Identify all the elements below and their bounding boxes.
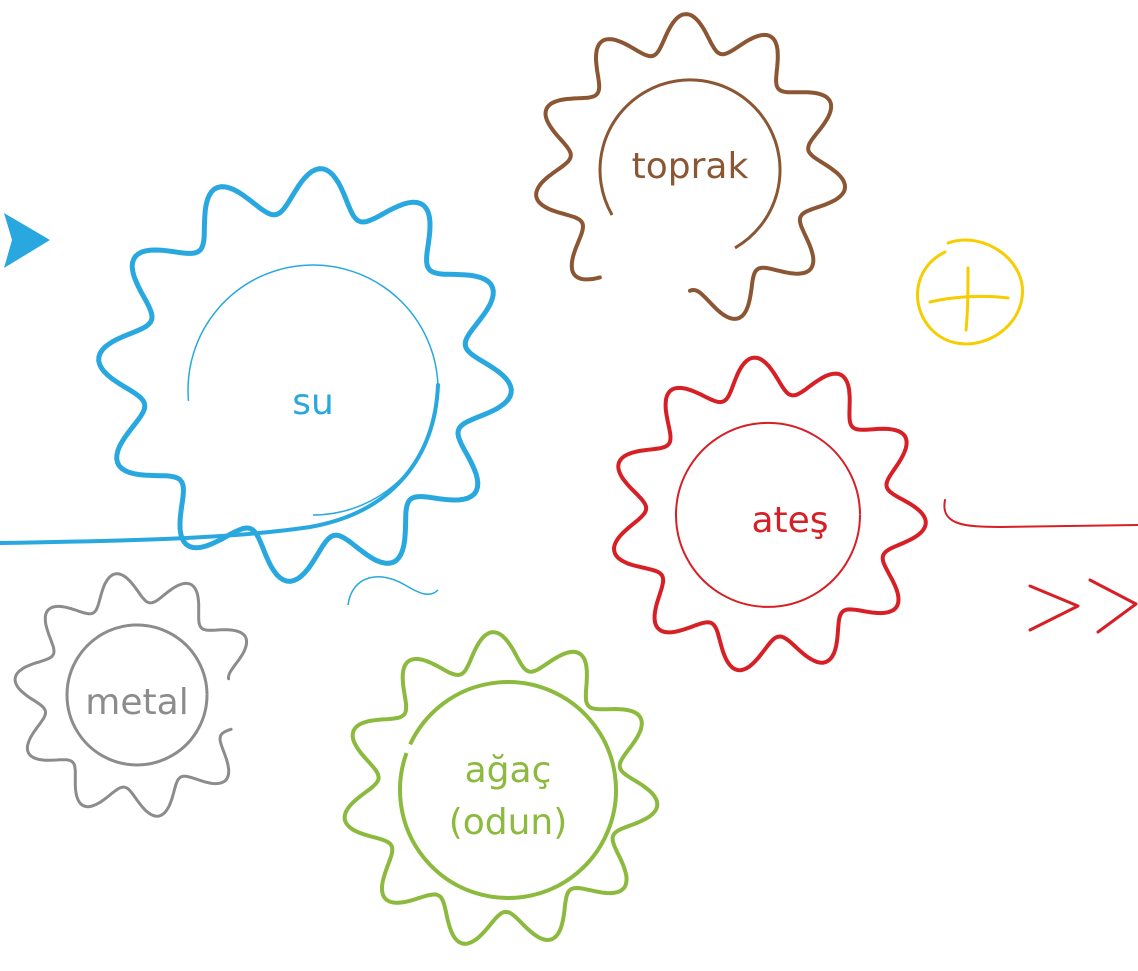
ates-connector-line	[943, 499, 1138, 529]
metal-gear	[13, 572, 249, 818]
chevron-right-icon	[4, 213, 50, 268]
ates-inner-ring	[675, 421, 861, 608]
su-connector-line	[0, 383, 440, 545]
agac-label-line2: (odun)	[449, 802, 568, 843]
su-gear	[96, 166, 514, 584]
metal-label: metal	[85, 682, 188, 723]
metal-inner-ring	[65, 623, 209, 767]
toprak-label: toprak	[632, 146, 749, 187]
su-inner-ring	[187, 264, 439, 516]
agac-gear	[342, 630, 660, 946]
plus-circle-icon	[916, 238, 1025, 346]
su-gear-fragment	[347, 576, 439, 606]
toprak-inner-ring	[598, 78, 782, 250]
toprak-gear	[534, 12, 848, 321]
su-label: su	[292, 382, 334, 423]
double-chevron-right-icon	[1028, 578, 1138, 634]
agac-inner-ring	[398, 680, 618, 900]
ates-gear	[611, 355, 928, 673]
ates-label: ateş	[751, 500, 828, 541]
agac-label-line1: ağaç	[465, 750, 552, 791]
